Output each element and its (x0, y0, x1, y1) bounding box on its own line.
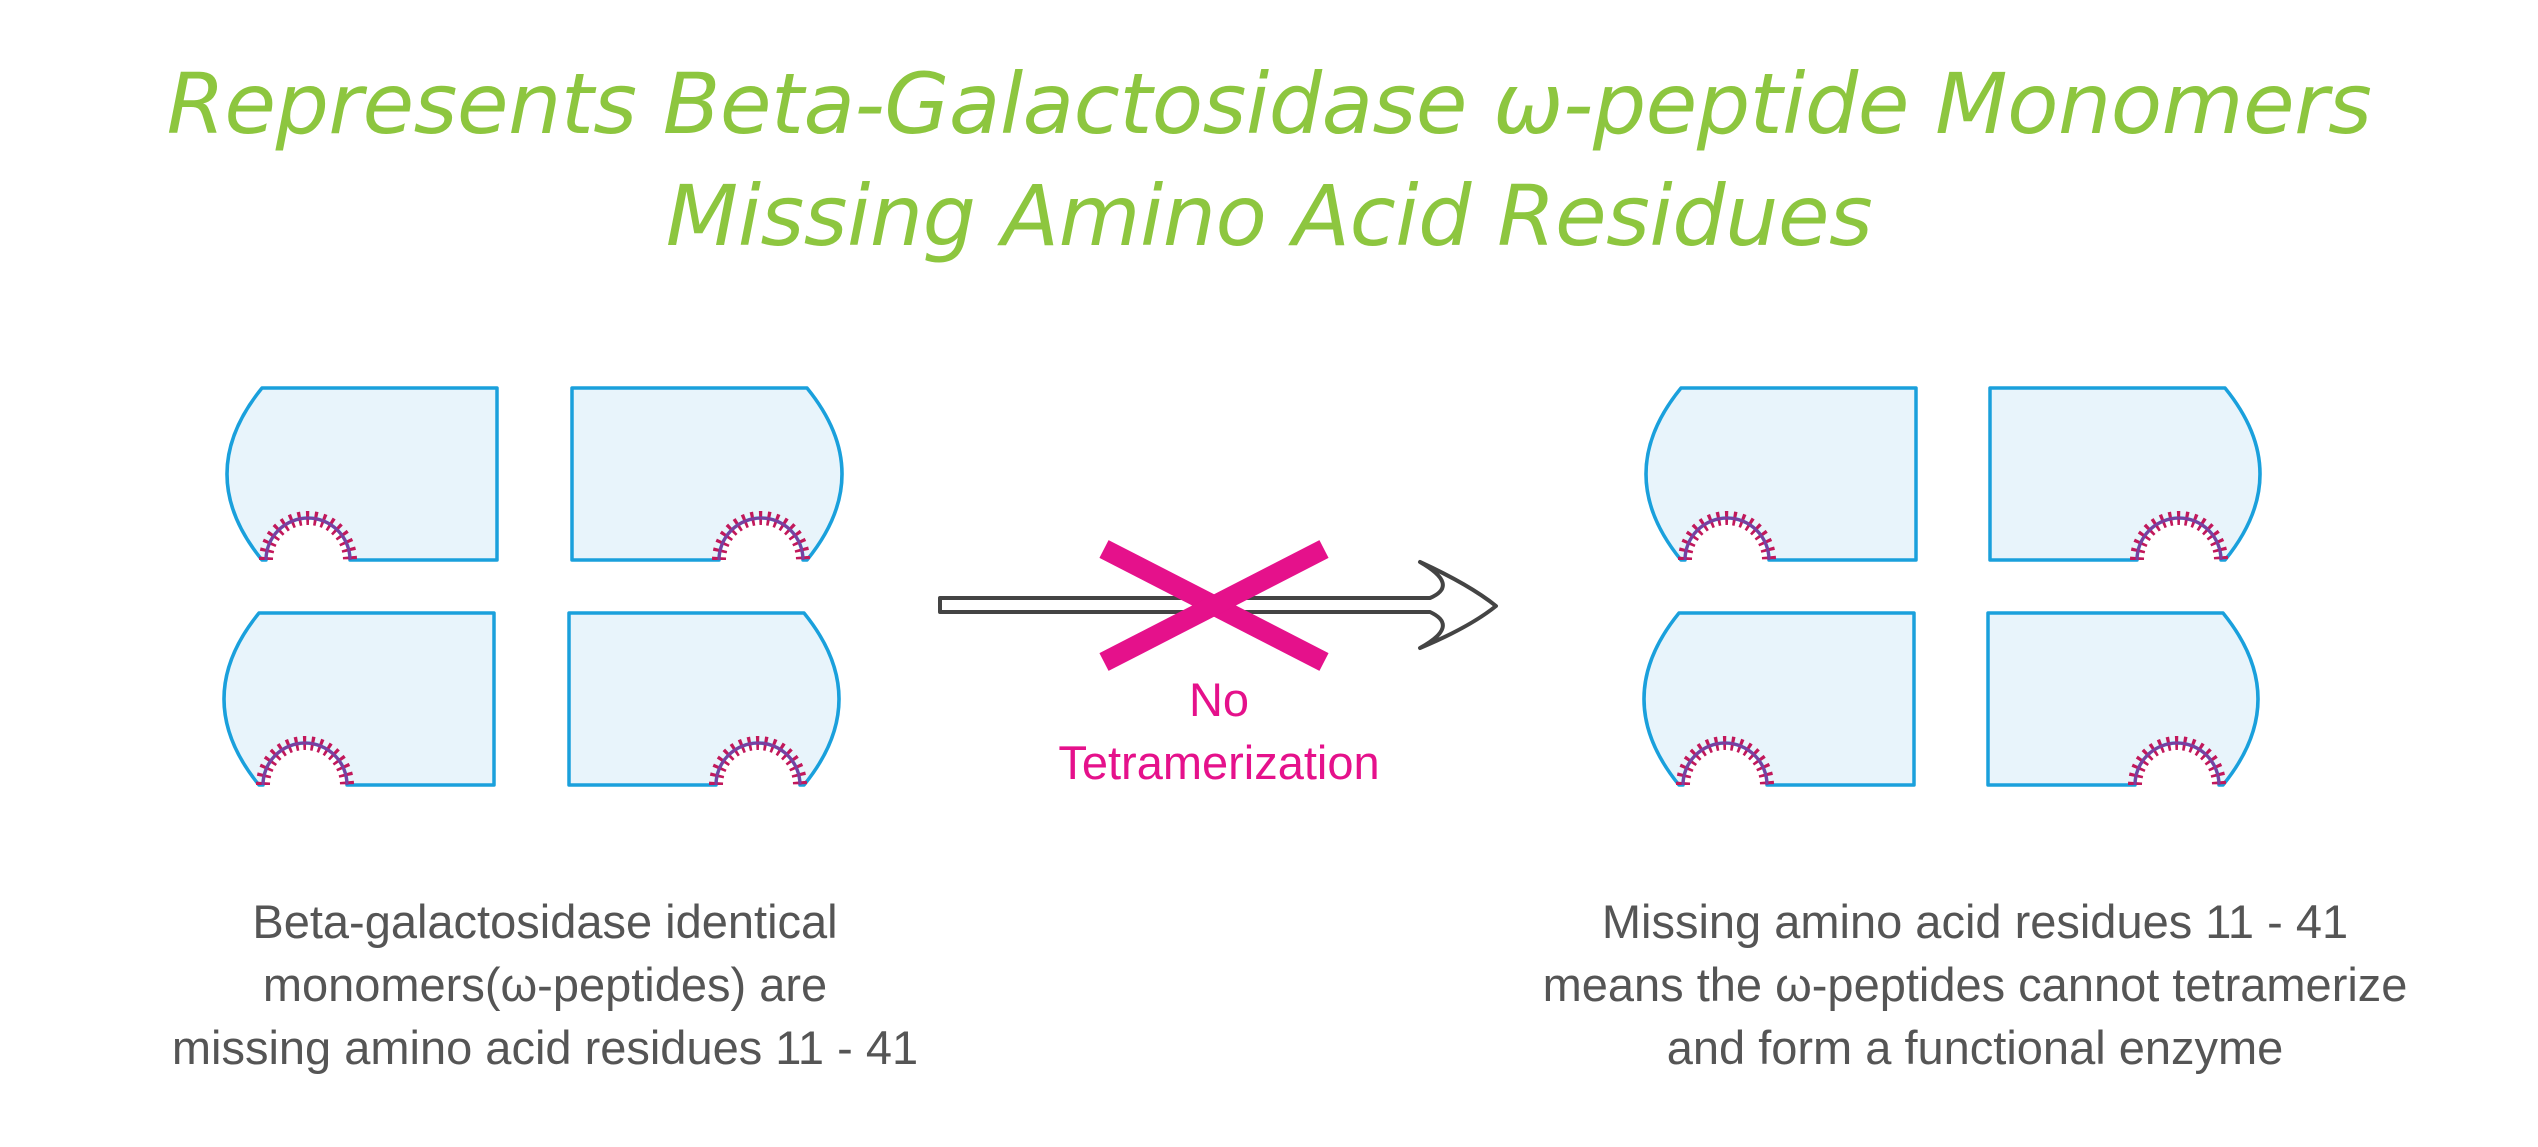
monomer-bottom-right-after (1986, 611, 2260, 787)
monomer-bottom-right (567, 611, 841, 787)
arrow-label-tetramerization: Tetramerization (1058, 736, 1379, 789)
blocked-cross-icon (1099, 540, 1329, 671)
monomer-top-left-after (1644, 386, 1918, 562)
monomer-group-before (222, 386, 844, 787)
caption-after-line-1: Missing amino acid residues 11 - 41 (1601, 895, 2349, 948)
monomer-bottom-left-after (1642, 611, 1916, 787)
caption-after-line-3: and form a functional enzyme (1666, 1021, 2284, 1074)
monomer-top-left (225, 386, 499, 562)
title-line-1: Represents Beta-Galactosidase ω-peptide … (166, 55, 2372, 153)
caption-before-line-3: missing amino acid residues 11 - 41 (171, 1021, 919, 1074)
title-line-2: Missing Amino Acid Residues (665, 167, 1873, 265)
caption-before-line-2: monomers(ω-peptides) are (262, 958, 828, 1011)
arrow-label-no: No (1189, 673, 1249, 726)
monomer-group-after (1642, 386, 2262, 787)
caption-before: Beta-galactosidase identical monomers(ω-… (60, 890, 1030, 1079)
caption-after: Missing amino acid residues 11 - 41 mean… (1450, 890, 2500, 1079)
caption-before-line-1: Beta-galactosidase identical (252, 895, 838, 948)
monomer-bottom-left (222, 611, 496, 787)
monomer-top-right-after (1988, 386, 2262, 562)
monomer-top-right (570, 386, 844, 562)
caption-after-line-2: means the ω-peptides cannot tetramerize (1542, 958, 2408, 1011)
